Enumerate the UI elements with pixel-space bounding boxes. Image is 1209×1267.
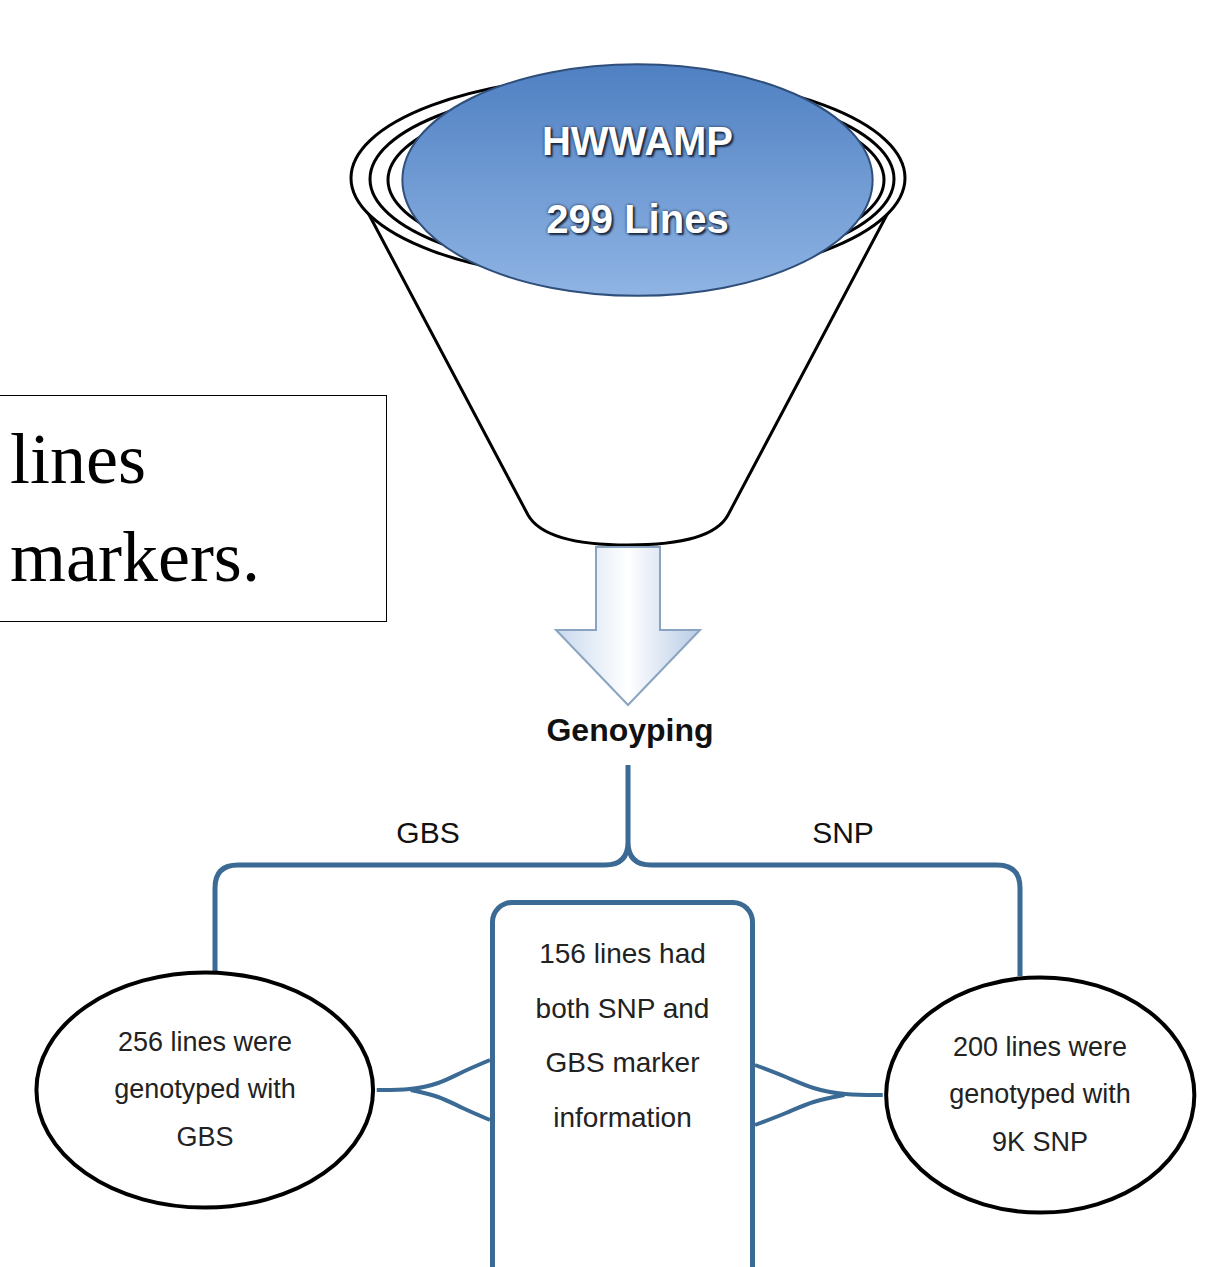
- node-text: lines markers.: [10, 411, 370, 605]
- brace-connector: [755, 1095, 844, 1125]
- overlap-box: 156 lines had both SNP and GBS marker in…: [490, 900, 755, 1267]
- branch-label: SNP: [812, 816, 874, 850]
- step-label: Genoyping: [546, 712, 713, 749]
- brace-connector: [755, 1065, 883, 1095]
- population-ellipse: HWWAMP299 Lines: [400, 62, 875, 298]
- brace-connector: [377, 1060, 490, 1090]
- node-text: 299 Lines: [546, 180, 728, 258]
- snp-ellipse: 200 lines were genotyped with 9K SNP: [883, 975, 1198, 1215]
- node-text: HWWAMP: [542, 102, 733, 180]
- branch-label: GBS: [396, 816, 459, 850]
- brace-connector: [411, 1090, 490, 1120]
- blue-ellipse: [400, 62, 875, 298]
- down-arrow: [556, 547, 700, 705]
- node-text: 200 lines were genotyped with 9K SNP: [935, 1024, 1145, 1166]
- node-text: 156 lines had both SNP and GBS marker in…: [535, 927, 710, 1145]
- node-text: 256 lines were genotyped with GBS: [90, 1019, 320, 1161]
- note-box: lines markers.: [0, 395, 387, 622]
- gbs-ellipse: 256 lines were genotyped with GBS: [33, 970, 377, 1210]
